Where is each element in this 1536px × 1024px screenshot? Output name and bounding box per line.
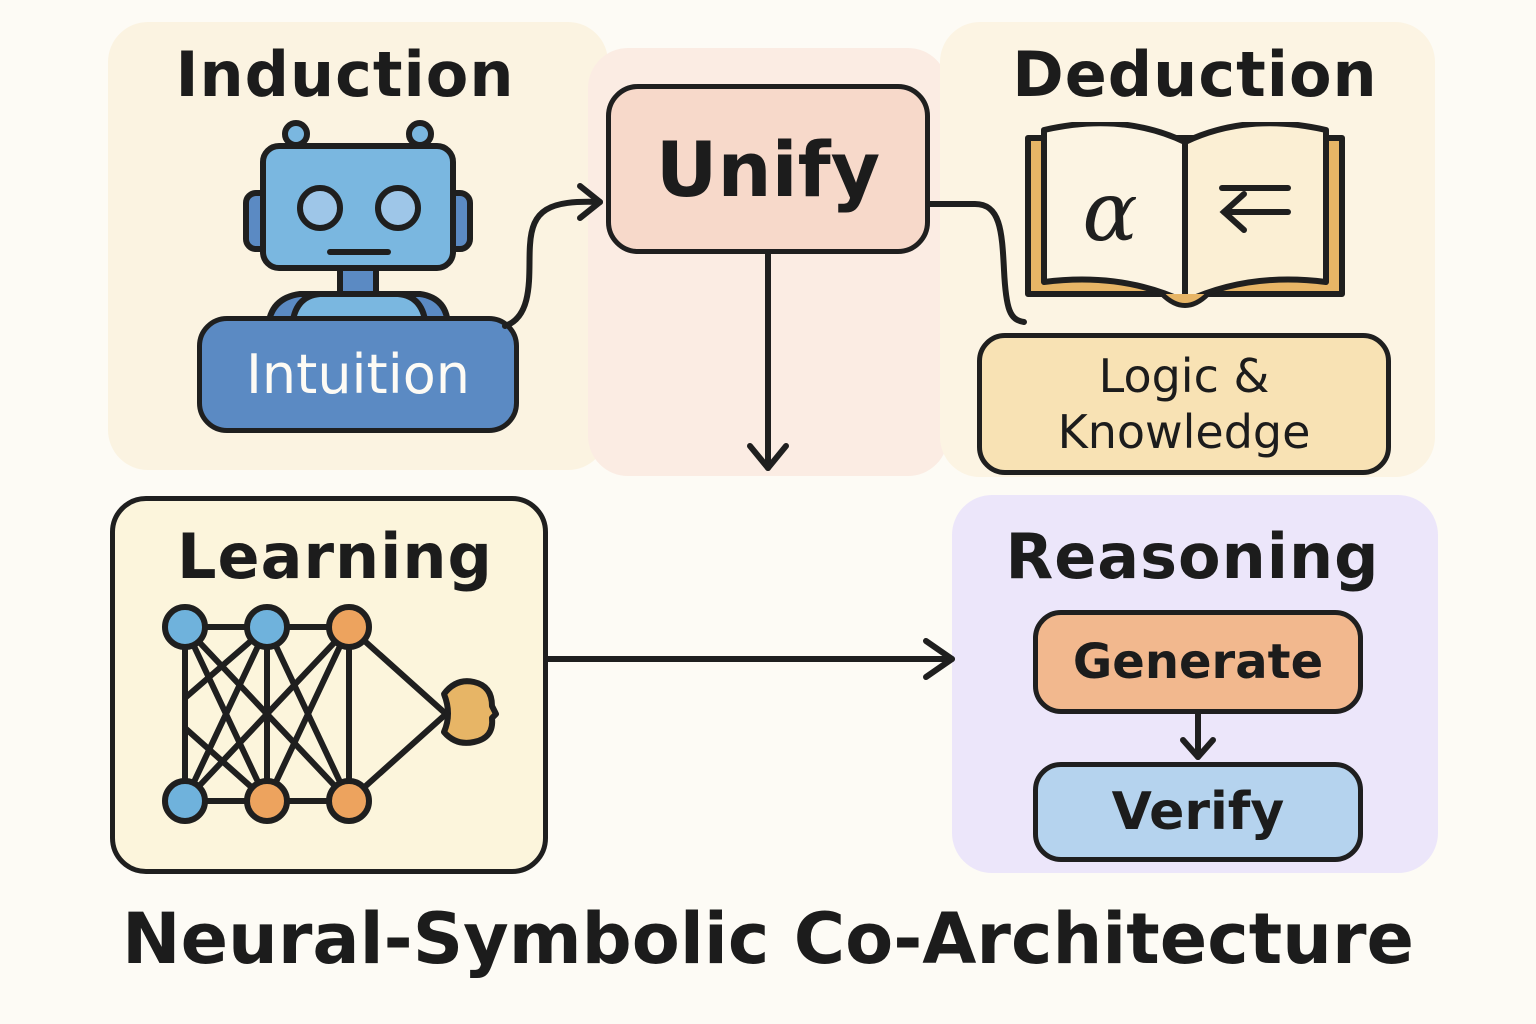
- generate-box: Generate: [1033, 610, 1363, 714]
- network-node: [162, 778, 208, 824]
- robot-icon: [243, 120, 473, 328]
- logic-label: Logic &: [1098, 349, 1270, 403]
- network-node: [326, 604, 372, 650]
- diagram-title: Neural-Symbolic Co-Architecture: [122, 898, 1414, 980]
- head-icon: [441, 678, 499, 746]
- open-book-icon: α: [1025, 122, 1345, 308]
- logic-knowledge-box: Logic & Knowledge: [977, 333, 1391, 475]
- deduction-heading: Deduction: [1012, 38, 1378, 111]
- reasoning-heading: Reasoning: [1005, 520, 1380, 593]
- induction-heading: Induction: [175, 38, 515, 111]
- network-node: [244, 604, 290, 650]
- verify-label: Verify: [1111, 782, 1285, 842]
- network-node: [326, 778, 372, 824]
- network-node: [244, 778, 290, 824]
- neural-network-icon: [162, 604, 499, 824]
- unify-label: Unify: [655, 124, 881, 214]
- learning-heading: Learning: [177, 520, 493, 593]
- intuition-box: Intuition: [197, 316, 519, 433]
- knowledge-label: Knowledge: [1057, 405, 1311, 459]
- verify-box: Verify: [1033, 762, 1363, 862]
- intuition-label: Intuition: [246, 343, 470, 406]
- network-node: [162, 604, 208, 650]
- book-alpha-symbol: α: [1082, 165, 1137, 260]
- unify-box: Unify: [606, 84, 930, 254]
- generate-label: Generate: [1072, 634, 1324, 690]
- learning-to-reasoning-arrowhead: [923, 638, 955, 680]
